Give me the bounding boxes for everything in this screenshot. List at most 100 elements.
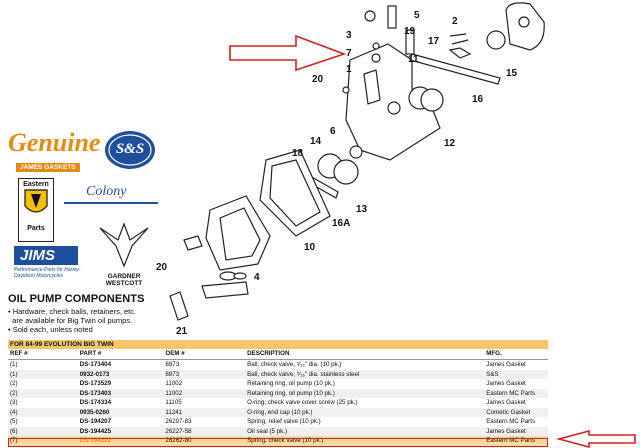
cell-ref: (2) [10,380,18,387]
cell-ref: (1) [10,361,18,368]
red-arrow-icon [229,34,347,72]
bullet-line: • Hardware, check balls, retainers, etc. [8,307,137,316]
callout-19: 19 [404,26,416,37]
callout-14: 14 [310,136,322,147]
cell-oem: 8873 [165,361,180,368]
callout-16: 16 [472,94,484,105]
cell-mfg: James Gasket [486,380,526,387]
section-title: OIL PUMP COMPONENTS [8,293,145,305]
table-row: (3) DS-174334 11105 O-ring, check valve cov… [8,398,548,408]
col-oem: OEM # [165,350,185,357]
table-row: (7) DS-194222 26262-80 Spring, check valve … [8,436,548,446]
table-row: (2) DS-173403 11002 Retaining ring, oil pum… [8,388,548,398]
table-row: (1) DS-173404 8873 Ball, check valve, ⁵⁄₁₆"… [8,360,548,370]
cell-ref: (4) [10,408,18,416]
colony-logo: Colony [64,184,158,212]
col-part: PART # [79,350,102,357]
cell-mfg: S&S [486,370,499,378]
table-row: (6) DS-194425 26227-58 Oil seal (5 pk.) Jame… [8,426,548,436]
ss-cycle-logo: S&S [104,130,156,170]
cell-mfg: Cometic Gasket [486,408,531,416]
bullet-line: are available for Big Twin oil pumps. [8,316,133,325]
cell-description: Retaining ring, oil pump (10 pk.) [247,380,335,387]
cell-ref: (3) [10,399,18,406]
callout-20-top: 20 [312,74,324,85]
genuine-james-gaskets-logo: Genuine JAMES GASKETS [8,128,101,172]
eastern-shield-icon [24,189,48,213]
cell-ref: (2) [10,389,18,397]
bullet-line: • Sold each, unless noted [8,325,93,334]
cell-part: 0932-0173 [79,370,110,378]
callout-2: 2 [452,16,458,27]
cell-mfg: Eastern MC Parts [486,389,536,397]
cell-oem: 11105 [165,399,182,406]
callout-12: 12 [444,138,456,149]
cell-mfg: James Gasket [486,399,526,406]
cell-part: DS-173529 [79,380,112,387]
cell-part: DS-194222 [79,437,112,444]
cell-ref: (1) [10,370,18,378]
cell-ref: (5) [10,418,18,425]
cell-part: DS-194207 [79,418,112,425]
callout-3: 3 [346,30,352,41]
cell-oem: 26207-83 [165,418,192,425]
table-row: (4) 0935-0260 11241 O-ring, end cap (10 pk.… [8,407,548,417]
cell-part: DS-194425 [79,427,112,435]
callout-10: 10 [304,242,316,253]
cell-oem: 11002 [165,380,183,387]
col-ref: REF # [10,350,28,357]
callout-1: 1 [346,64,352,75]
table-column-headers: REF # PART # OEM # DESCRIPTION MFG. [8,349,548,360]
cell-oem: 11241 [165,408,183,416]
callout-18: 18 [292,148,304,159]
cell-part: DS-173403 [79,389,112,397]
cell-description: Oil seal (5 pk.) [247,427,288,435]
cell-oem: 26262-80 [165,437,192,444]
cell-description: Retaining ring, oil pump (10 pk.) [247,389,335,397]
col-description: DESCRIPTION [247,350,290,357]
callout-20-bottom: 20 [156,262,168,273]
gardner-westcott-logo: GARDNER WESTCOTT [96,222,152,290]
cell-oem: 11002 [165,389,183,397]
cell-part: DS-173404 [79,361,112,368]
section-bullets: • Hardware, check balls, retainers, etc.… [8,307,158,334]
cell-part: 0935-0260 [79,408,110,416]
oil-pump-exploded-diagram: 3 5 2 19 7 1 17 11 15 20 16 6 14 12 18 1… [156,2,545,337]
cell-oem: 8873 [165,370,180,378]
eastern-parts-logo: Eastern Parts [18,178,54,242]
callout-21: 21 [176,326,188,337]
callout-15: 15 [506,68,518,79]
cell-ref: (7) [10,437,18,444]
callout-13: 13 [356,204,368,215]
table-row: (2) DS-173529 11002 Retaining ring, oil pum… [8,379,548,389]
callout-17: 17 [428,36,440,47]
callout-11: 11 [408,54,419,65]
cell-description: O-ring, check valve cover screw (25 pk.) [247,399,358,406]
cell-mfg: Eastern MC Parts [486,437,536,444]
jims-logo: JIMS Performance Parts for Harley-Davids… [14,246,81,279]
eagle-icon [99,222,149,268]
callout-16A: 16A [332,218,350,229]
cell-ref: (6) [10,427,18,435]
red-arrow-left-icon [555,430,636,448]
highlight-box [8,438,548,447]
col-mfg: MFG. [486,350,502,357]
table-row: (5) DS-194207 26207-83 Spring, relief valve… [8,417,548,427]
callout-6: 6 [330,126,336,137]
cell-description: Ball, check valve, ⁵⁄₁₆" dia. stainless … [247,370,360,378]
cell-description: Ball, check valve, ⁵⁄₁₆" dia. (10 pk.) [247,361,342,368]
parts-table: FOR 84-99 EVOLUTION BIG TWIN REF # PART … [8,340,548,446]
callout-5: 5 [414,10,420,21]
callout-7: 7 [346,48,352,59]
cell-mfg: James Gasket [486,361,526,368]
cell-description: Spring, relief valve (10 pk.) [247,418,321,425]
cell-oem: 26227-58 [165,427,192,435]
callout-4: 4 [254,272,260,283]
cell-mfg: James Gasket [486,427,526,435]
cell-description: O-ring, end cap (10 pk.) [247,408,313,416]
table-row: (1) 0932-0173 8873 Ball, check valve, ⁵⁄₁₆"… [8,369,548,379]
cell-part: DS-174334 [79,399,112,406]
cell-description: Spring, check valve (10 pk.) [247,437,324,444]
table-group-header: FOR 84-99 EVOLUTION BIG TWIN [8,340,548,349]
